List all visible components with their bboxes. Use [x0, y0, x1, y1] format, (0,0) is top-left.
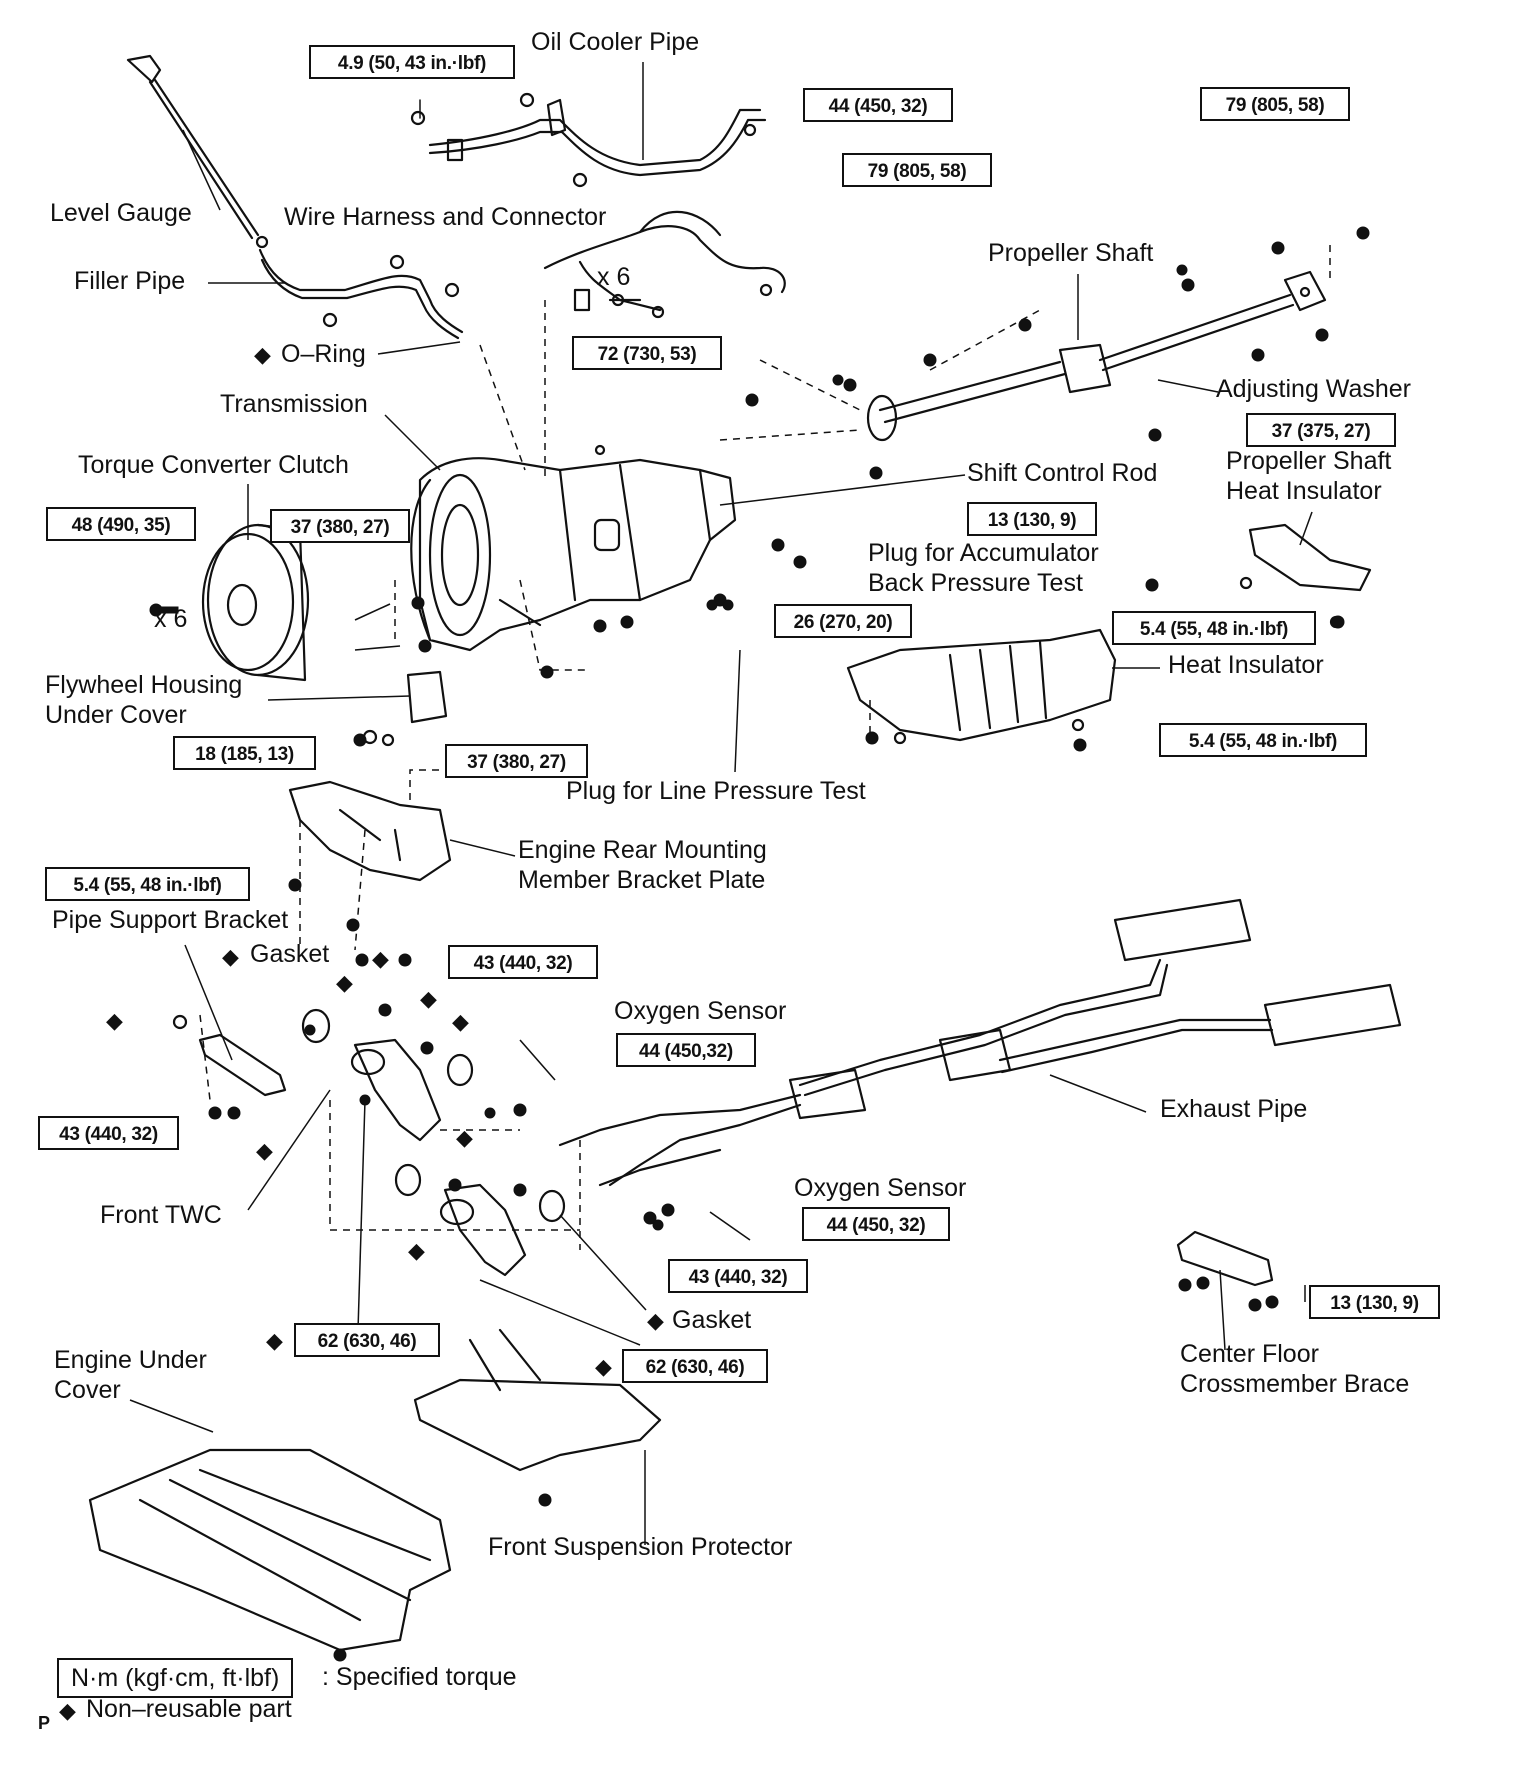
oxygen-sensor-2-label: Oxygen Sensor [794, 1174, 967, 1202]
front-suspension-protector-label: Front Suspension Protector [488, 1533, 793, 1561]
torque-spec-box: 5.4 (55, 48 in.·lbf) [45, 867, 250, 901]
non-reusable-marker-icon: ◆ [106, 1008, 123, 1033]
torque-spec-box: 44 (450, 32) [802, 1207, 950, 1241]
front-twc-label: Front TWC [100, 1201, 222, 1229]
x6-converter-label: x 6 [154, 605, 188, 633]
non-reusable-marker-icon: ◆ [222, 944, 239, 969]
x6-harness-label: x 6 [597, 263, 631, 291]
non-reusable-marker-icon: ◆ [452, 1009, 469, 1034]
gaskets-part [301, 1008, 566, 1223]
figure-marker: P [38, 1713, 51, 1733]
torque-spec-box: 37 (380, 27) [445, 744, 588, 778]
flywheel-cover-part [362, 670, 448, 747]
prop-heat-insulator-label: Propeller Shaft Heat Insulator [1226, 447, 1392, 505]
filler-pipe-part [258, 248, 464, 340]
torque-spec-box: 5.4 (55, 48 in.·lbf) [1112, 611, 1316, 645]
torque-spec-box: 62 (630, 46) [294, 1323, 440, 1357]
non-reusable-marker-icon: ◆ [336, 970, 353, 995]
propeller-shaft-label: Propeller Shaft [988, 239, 1154, 267]
torque-spec-box: 48 (490, 35) [46, 507, 196, 541]
non-reusable-marker-icon: ◆ [595, 1354, 612, 1379]
torque-spec-box: 37 (380, 27) [270, 509, 410, 543]
engine-rear-mounting-label: Engine Rear Mounting Member Bracket Plat… [518, 836, 767, 894]
adjusting-washer-label: Adjusting Washer [1216, 375, 1411, 403]
gasket-top-label: Gasket [250, 940, 330, 968]
torque-spec-box: 62 (630, 46) [622, 1349, 768, 1383]
level-gauge-label: Level Gauge [50, 199, 192, 227]
front-suspension-protector-part [413, 1328, 662, 1472]
wire-harness-part [543, 210, 786, 319]
non-reusable-marker-icon: ◆ [456, 1125, 473, 1150]
center-brace-part [1176, 1230, 1274, 1287]
oil-cooler-pipe-part [410, 92, 767, 188]
non-reusable-marker-icon: ◆ [254, 342, 271, 367]
engine-under-cover-label: Engine Under Cover [54, 1346, 207, 1404]
torque-spec-box: 5.4 (55, 48 in.·lbf) [1159, 723, 1367, 757]
torque-spec-box: 43 (440, 32) [668, 1259, 808, 1293]
legend-non-reusable: Non–reusable part [86, 1695, 292, 1723]
filler-pipe-label: Filler Pipe [74, 267, 186, 295]
torque-spec-box: 18 (185, 13) [173, 736, 316, 770]
wire-harness-label: Wire Harness and Connector [284, 203, 607, 231]
torque-spec-box: 79 (805, 58) [1200, 87, 1350, 121]
torque-spec-box: 43 (440, 32) [448, 945, 598, 979]
torque-spec-box: 72 (730, 53) [572, 336, 722, 370]
non-reusable-marker-icon: ◆ [408, 1238, 425, 1263]
torque-spec-box: 79 (805, 58) [842, 153, 992, 187]
propeller-shaft-part [866, 270, 1327, 442]
torque-spec-box: 44 (450,32) [616, 1033, 756, 1067]
torque-converter-part [201, 523, 310, 682]
non-reusable-marker-icon: ◆ [266, 1328, 283, 1353]
exhaust-pipe-part [558, 898, 1402, 1187]
engine-under-cover-part [88, 1448, 452, 1652]
legend-unit-box: N·m (kgf·cm, ft·lbf) [57, 1658, 294, 1698]
transmission-label: Transmission [220, 390, 368, 418]
transmission-part [410, 444, 737, 652]
non-reusable-marker-icon: ◆ [372, 946, 389, 971]
torque-spec-box: 44 (450, 32) [803, 88, 953, 122]
pipe-support-bracket-label: Pipe Support Bracket [52, 906, 289, 934]
plug-line-pressure-label: Plug for Line Pressure Test [566, 777, 866, 805]
torque-spec-box: 26 (270, 20) [774, 604, 912, 638]
non-reusable-marker-icon: ◆ [420, 986, 437, 1011]
legend-specified-torque: : Specified torque [322, 1663, 517, 1691]
torque-spec-box: 4.9 (50, 43 in.·lbf) [309, 45, 515, 79]
rear-mount-bracket-part [288, 780, 452, 882]
flywheel-housing-label: Flywheel Housing Under Cover [45, 671, 243, 729]
oxygen-sensor-1-label: Oxygen Sensor [614, 997, 787, 1025]
plug-accumulator-label: Plug for Accumulator Back Pressure Test [868, 539, 1099, 597]
gasket-bottom-label: Gasket [672, 1306, 752, 1334]
non-reusable-marker-icon: ◆ [256, 1138, 273, 1163]
torque-spec-box: 43 (440, 32) [38, 1116, 179, 1150]
torque-spec-box: 13 (130, 9) [1309, 1285, 1440, 1319]
non-reusable-marker-icon: ◆ [647, 1308, 664, 1333]
front-twc-part [350, 1038, 527, 1277]
torque-converter-label: Torque Converter Clutch [78, 451, 349, 479]
oil-cooler-pipe-label: Oil Cooler Pipe [531, 28, 700, 56]
torque-spec-box: 13 (130, 9) [967, 502, 1097, 536]
exhaust-pipe-label: Exhaust Pipe [1160, 1095, 1308, 1123]
level-gauge-part [126, 54, 269, 249]
heat-insulator-part [846, 628, 1117, 745]
o-ring-label: O–Ring [281, 340, 366, 368]
shift-control-rod-label: Shift Control Rod [967, 459, 1158, 487]
heat-insulator-label: Heat Insulator [1168, 651, 1324, 679]
center-brace-label: Center Floor Crossmember Brace [1180, 1340, 1410, 1398]
non-reusable-marker-icon: ◆ [59, 1698, 76, 1723]
torque-spec-box: 37 (375, 27) [1246, 413, 1396, 447]
